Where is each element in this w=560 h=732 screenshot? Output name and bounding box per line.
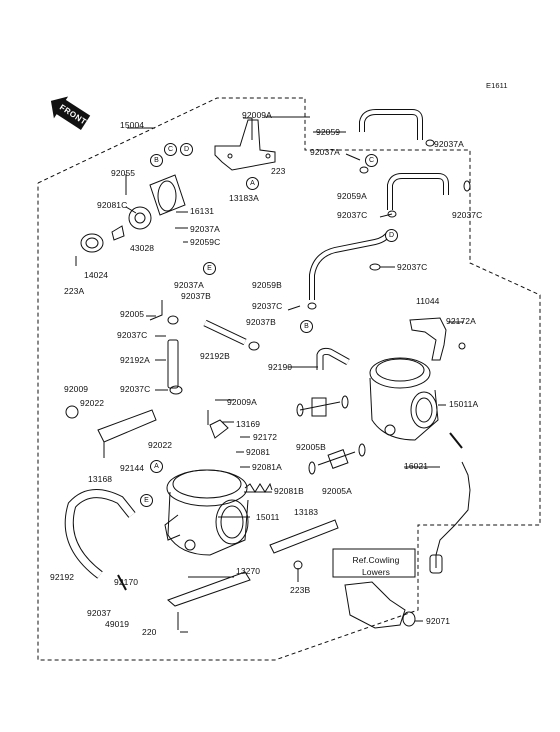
part-label: 11044: [416, 296, 440, 306]
joint-92005B: [299, 401, 341, 411]
part-label: 92172: [253, 432, 278, 442]
callout-a: A: [150, 460, 163, 473]
part-label: 92037C: [120, 384, 151, 394]
part-label: 92037C: [337, 210, 368, 220]
part-label: 14024: [84, 270, 109, 280]
callout-e: E: [140, 494, 153, 507]
part-label: 13183A: [229, 193, 259, 203]
part-label: 92192A: [120, 355, 150, 365]
choke-cable-16021: [435, 461, 471, 568]
throttle-pulley: [149, 174, 186, 216]
part-label: 223A: [64, 286, 85, 296]
callout-c: C: [164, 143, 177, 156]
part-label: 92172A: [446, 316, 476, 326]
callout-a: A: [246, 177, 259, 190]
part-label: 92190: [268, 362, 293, 372]
part-label: 15004: [120, 120, 145, 130]
part-label: 92037B: [181, 291, 211, 301]
part-label: 13270: [236, 566, 261, 576]
part-label: 92081B: [274, 486, 304, 496]
diagram-code: E1611: [486, 81, 508, 90]
part-label: 92037A: [190, 224, 220, 234]
part-label: 92192B: [200, 351, 230, 361]
part-label: 92081A: [252, 462, 282, 472]
part-label: 13183: [294, 507, 319, 517]
part-label: 92071: [426, 616, 451, 626]
bracket-13270: [167, 571, 251, 607]
part-label: 16021: [404, 461, 429, 471]
part-label: 13169: [236, 419, 261, 429]
callout-b: B: [150, 154, 163, 167]
hose-92192A: [167, 339, 179, 389]
part-label: 43028: [130, 243, 155, 253]
part-label: 92059C: [190, 237, 221, 247]
part-label: 92059A: [337, 191, 367, 201]
bracket-13168: [97, 409, 157, 443]
part-label: 92081C: [97, 200, 128, 210]
callout-d: D: [180, 143, 193, 156]
part-label: 92022: [80, 398, 105, 408]
part-label: 49019: [105, 619, 130, 629]
part-label: 92037C: [252, 301, 283, 311]
part-label: 92037B: [246, 317, 276, 327]
part-label: 15011A: [449, 399, 479, 409]
part-label: 92037A: [174, 280, 204, 290]
cowling-bracket: [344, 581, 406, 629]
ref-cowling-note: Ref.Cowling Lowers: [352, 555, 400, 577]
callout-c: C: [365, 154, 378, 167]
part-label: 92005: [120, 309, 145, 319]
part-label: 15011: [256, 512, 280, 522]
hose-92059A: [387, 173, 449, 210]
part-label: 92037C: [117, 330, 148, 340]
part-label: 16131: [190, 206, 215, 216]
part-label: 92059: [316, 127, 341, 137]
part-label: 92009A: [227, 397, 257, 407]
part-label: 92037: [87, 608, 112, 618]
joint-92005A: [317, 451, 356, 466]
part-label: 92081: [246, 447, 271, 457]
callout-b: B: [300, 320, 313, 333]
part-label: 223B: [290, 585, 311, 595]
part-label: 92005A: [322, 486, 352, 496]
part-label: 92005B: [296, 442, 326, 452]
assembly-boundary: [37, 97, 541, 661]
part-label: 92059B: [252, 280, 282, 290]
part-label: 92037A: [434, 139, 464, 149]
part-label: 220: [142, 627, 157, 637]
carburetor-15011: [164, 410, 249, 556]
part-label: 92037A: [310, 147, 340, 157]
part-label: 92144: [120, 463, 145, 473]
callout-e: E: [203, 262, 216, 275]
part-label: 92009: [64, 384, 89, 394]
part-label: 92022: [148, 440, 173, 450]
link-rod-13183: [269, 519, 339, 554]
bracket-13183A: [214, 119, 276, 171]
bracket-11044: [409, 317, 447, 361]
tee-92005: [149, 300, 163, 321]
hose-92059: [359, 109, 423, 140]
part-label: 223: [271, 166, 286, 176]
part-label: 92170: [114, 577, 139, 587]
part-label: 92055: [111, 168, 136, 178]
carburetor-15011A: [369, 357, 439, 441]
part-label: 13168: [88, 474, 113, 484]
callout-d: D: [385, 229, 398, 242]
part-label: 92009A: [242, 110, 272, 120]
part-label: 92192: [50, 572, 75, 582]
part-label: 92037C: [452, 210, 483, 220]
part-label: 92037C: [397, 262, 428, 272]
